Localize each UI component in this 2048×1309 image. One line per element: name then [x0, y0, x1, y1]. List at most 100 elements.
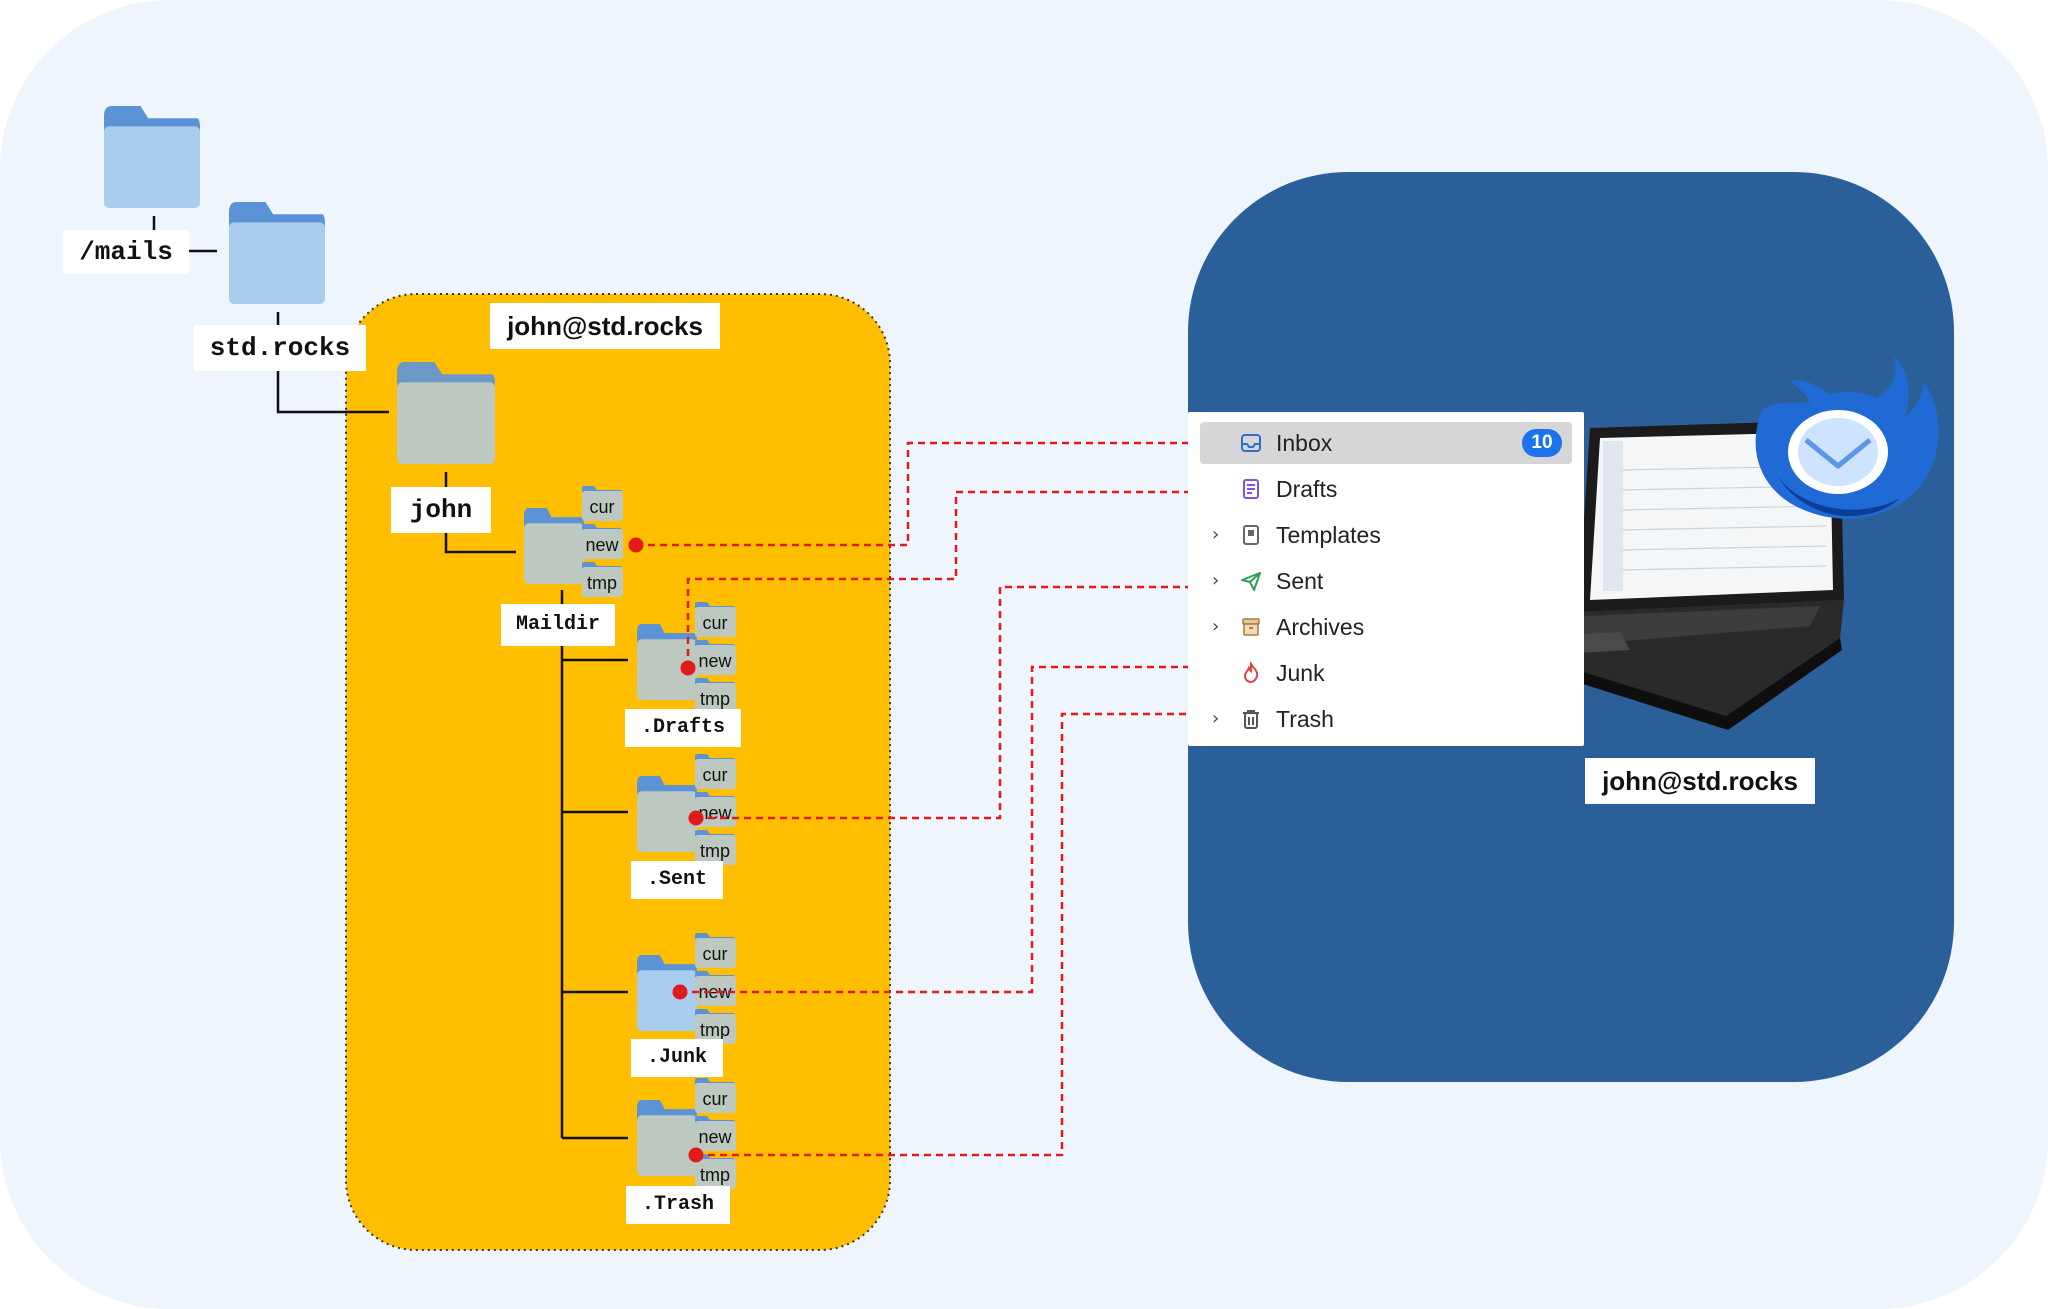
subdir-label: tmp — [700, 1020, 730, 1040]
trash-folder-icon — [637, 1100, 697, 1176]
client-account-label: john@std.rocks — [1585, 758, 1815, 804]
folder-row-sent[interactable]: › Sent — [1200, 560, 1572, 602]
junk-dir-label: .Junk — [631, 1039, 723, 1077]
folder-label-templates: Templates — [1276, 522, 1381, 548]
screen-sidebar — [1603, 441, 1623, 591]
trash-dir-label: .Trash — [626, 1186, 730, 1224]
envelope-flap — [1804, 438, 1872, 469]
subdir-cur: cur — [695, 933, 736, 968]
account-maildir-box — [345, 293, 891, 1251]
screen-grid-line — [1619, 525, 1827, 531]
domain-dir-label: std.rocks — [194, 325, 366, 371]
drafts-dir-label: .Drafts — [625, 709, 741, 747]
subdir-cur: cur — [695, 754, 736, 789]
subdir-label: cur — [702, 613, 727, 633]
tree-line — [444, 533, 516, 554]
folder-row-archives[interactable]: › Archives — [1200, 606, 1572, 648]
subdir-label: cur — [702, 765, 727, 785]
folder-row-junk[interactable]: Junk — [1200, 652, 1572, 694]
domain-folder-icon — [229, 202, 325, 304]
folder-label-archives: Archives — [1276, 614, 1365, 640]
link-trash — [696, 701, 1215, 1157]
subdir-label: new — [585, 535, 619, 555]
thunderbird-logo — [1755, 356, 1939, 519]
subdir-tmp: tmp — [695, 1154, 736, 1189]
subdir-label: cur — [589, 497, 614, 517]
subdir-label: new — [698, 651, 732, 671]
user-dir-label: john — [391, 487, 491, 533]
account-box-title: john@std.rocks — [490, 303, 720, 349]
subdir-label: tmp — [700, 1165, 730, 1185]
tree-connectors — [152, 216, 628, 1140]
tree-line — [276, 371, 389, 414]
templates-icon — [1240, 524, 1262, 546]
drafts-icon — [1240, 478, 1262, 500]
subdir-new: new — [695, 971, 736, 1006]
sent-icon — [1240, 570, 1262, 592]
folder-label-junk: Junk — [1276, 660, 1325, 686]
link-inbox — [636, 430, 1215, 547]
mails-dir-label: /mails — [63, 230, 189, 274]
screen-grid-line — [1619, 565, 1827, 571]
subdir-label: tmp — [700, 689, 730, 709]
subdir-cur: cur — [582, 486, 623, 521]
mails-folder-icon — [104, 106, 200, 208]
chevron-right-icon[interactable]: › — [1212, 570, 1220, 591]
drafts-folder-icon — [637, 624, 697, 700]
trash-icon — [1240, 708, 1262, 730]
subdir-label: new — [698, 982, 732, 1002]
link-source-dot — [672, 984, 688, 1000]
link-drafts — [686, 479, 1215, 668]
link-source-dot — [680, 660, 696, 676]
subdir-new: new — [695, 1116, 736, 1151]
folder-label-drafts: Drafts — [1276, 476, 1338, 502]
junk-folder-icon — [637, 955, 697, 1031]
mapping-links — [628, 430, 1215, 1163]
link-source-dot — [688, 810, 704, 826]
maildir-label: Maildir — [501, 604, 615, 646]
subdir-label: new — [698, 803, 732, 823]
user-folder-icon — [397, 362, 495, 464]
laptop-edge — [1444, 630, 1842, 730]
folder-label-sent: Sent — [1276, 568, 1324, 594]
envelope-body — [1798, 418, 1878, 486]
maildir-inbox-folder-icon — [524, 508, 584, 584]
unread-count-badge: 10 — [1522, 429, 1562, 457]
subdir-cur: cur — [695, 602, 736, 637]
sent-dir-label: .Sent — [631, 861, 723, 899]
subdir-tmp: tmp — [695, 678, 736, 713]
subdir-tmp: tmp — [695, 830, 736, 865]
subdir-label: cur — [702, 1089, 727, 1109]
chevron-right-icon[interactable]: › — [1212, 524, 1220, 545]
chevron-right-icon[interactable]: › — [1212, 616, 1220, 637]
sent-folder-icon — [637, 776, 697, 852]
link-source-dot — [628, 537, 644, 553]
folder-label-inbox: Inbox — [1276, 430, 1333, 456]
link-source-dot — [688, 1147, 704, 1163]
subdir-cur: cur — [695, 1078, 736, 1113]
archives-icon — [1240, 616, 1262, 638]
link-sent — [696, 574, 1215, 820]
subdir-label: cur — [702, 944, 727, 964]
inbox-icon — [1240, 432, 1262, 454]
subdir-new: new — [695, 640, 736, 675]
junk-icon — [1240, 660, 1262, 684]
folder-row-inbox[interactable]: Inbox 10 — [1200, 422, 1572, 464]
chevron-right-icon[interactable]: › — [1212, 708, 1220, 729]
folder-row-templates[interactable]: › Templates — [1200, 514, 1572, 556]
subdir-label: tmp — [587, 573, 617, 593]
folder-icons: cur new tmp cur new tmp cur new tmp cur new tmp cur n… — [104, 106, 736, 1189]
folder-row-drafts[interactable]: Drafts — [1200, 468, 1572, 510]
screen-grid-line — [1619, 545, 1827, 551]
subdir-tmp: tmp — [582, 562, 623, 597]
subdir-new: new — [582, 524, 623, 559]
subdir-label: new — [698, 1127, 732, 1147]
thunderbird-folder-pane: Inbox 10 Drafts › Templates › Sent › Arc… — [1188, 412, 1584, 746]
subdir-tmp: tmp — [695, 1009, 736, 1044]
folder-label-trash: Trash — [1276, 706, 1334, 732]
screen-grid-line — [1619, 505, 1827, 511]
subdir-label: tmp — [700, 841, 730, 861]
folder-row-trash[interactable]: › Trash — [1200, 698, 1572, 740]
